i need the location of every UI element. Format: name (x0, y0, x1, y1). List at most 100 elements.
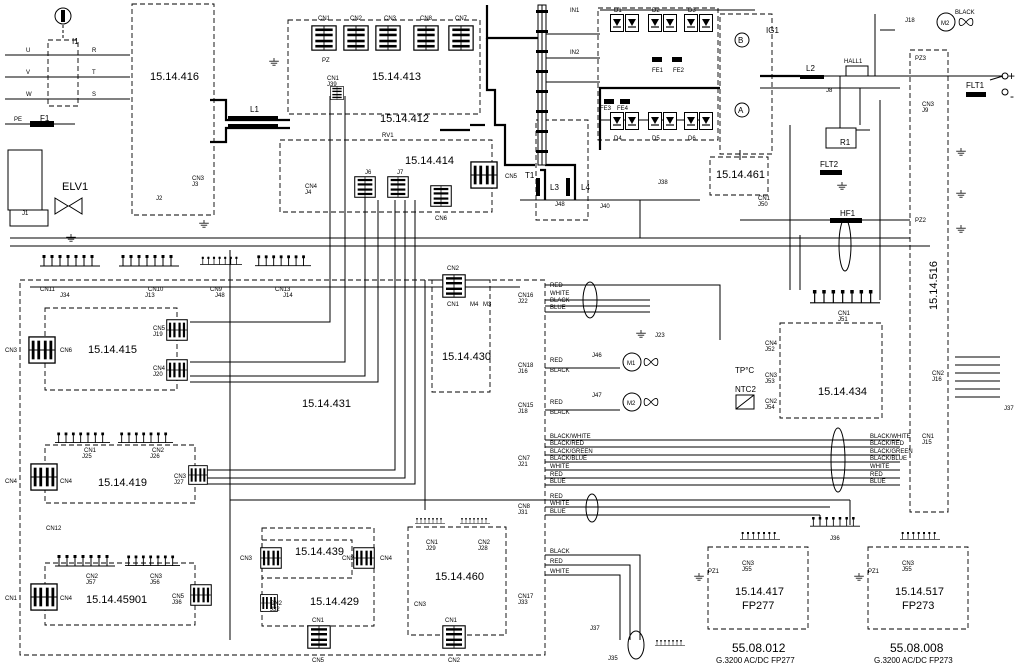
wire-label-black-2: BLACK (550, 368, 570, 374)
label-cn3-i: CN3 (414, 602, 427, 608)
label-j29: J29 (426, 546, 436, 552)
wire-label-black-blue-1: BLACK/BLUE (550, 456, 587, 462)
label-r1: R1 (840, 138, 851, 147)
label-u: U (26, 48, 30, 54)
label-ntc2: NTC2 (735, 385, 756, 394)
label-cn3-c: CN3 (5, 348, 18, 354)
label-pz1-b: PZ1 (868, 569, 880, 575)
label-j33: J33 (518, 600, 528, 606)
wire-label-red-3: RED (550, 400, 563, 406)
labels: 15.14.416 15.14.413 15.14.412 15.14.414 … (5, 8, 1015, 665)
label-j31: J31 (518, 510, 528, 516)
label-j52: J52 (765, 347, 775, 353)
label-l4: L4 (581, 183, 590, 192)
label-cn3-f: CN3 (174, 474, 187, 480)
label-cn4-d: CN4 (5, 479, 18, 485)
label-t: T (92, 70, 96, 76)
model-code-2: 55.08.008 (890, 641, 944, 655)
board-label-15-14-419: 15.14.419 (98, 477, 147, 489)
label-cn11: CN11 (40, 287, 56, 293)
wire-label-red-4: RED (550, 472, 563, 478)
label-cn1-f: CN1 (758, 196, 771, 202)
model-name-1: G.3200 AC/DC FP277 (716, 656, 795, 665)
label-cn12: CN12 (46, 526, 62, 532)
label-j38: J38 (658, 180, 668, 186)
label-pe: PE (14, 117, 22, 123)
label-d2: D2 (652, 8, 660, 14)
wiring (5, 9, 1005, 640)
label-elv1: ELV1 (62, 181, 88, 193)
label-j6: J6 (365, 170, 372, 176)
label-cn2-f: CN2 (86, 574, 99, 580)
wire-label-red-6: RED (550, 494, 563, 500)
label-t1: T1 (525, 171, 535, 180)
wire-label-black-green-2: BLACK/GREEN (870, 449, 913, 455)
label-j55-b: J55 (902, 567, 912, 573)
label-cn2-a: CN2 (350, 16, 363, 22)
main-switch-area (7, 7, 83, 227)
wire-label-white-4: WHITE (550, 501, 569, 507)
label-cn3-b: CN3 (192, 176, 205, 182)
label-cn5-b: CN5 (153, 326, 166, 332)
board-label-15-14-429: 15.14.429 (310, 596, 359, 608)
label-cn3-d: CN3 (765, 373, 778, 379)
board-label-15-14-417: 15.14.417 (735, 586, 784, 598)
label-cn2-h: CN2 (270, 601, 283, 607)
label-l1: L1 (250, 105, 259, 114)
label-j50: J50 (758, 202, 768, 208)
label-j35: J35 (608, 656, 618, 662)
label-fe2: FE2 (673, 68, 685, 74)
label-cn1-a: CN1 (318, 16, 331, 22)
label-j48-b: J48 (555, 202, 565, 208)
label-cn2-i: CN2 (478, 540, 491, 546)
label-j36: J36 (172, 600, 182, 606)
label-cn3-e: CN3 (922, 102, 935, 108)
label-j40: J40 (600, 204, 610, 210)
label-cn4-c: CN4 (765, 341, 778, 347)
label-cn5-c: CN5 (172, 594, 185, 600)
label-plus-terminal: + (1008, 69, 1015, 83)
board-label-15-14-414: 15.14.414 (405, 155, 454, 167)
label-cn1-b: CN1 (327, 76, 340, 82)
label-fe4: FE4 (617, 106, 629, 112)
label-j23: J23 (655, 333, 665, 339)
wire-label-black-white-1: BLACK/WHITE (550, 434, 591, 440)
wire-label-red-7: RED (550, 559, 563, 565)
label-j18-a: J18 (518, 409, 528, 415)
label-cn2-c: CN2 (765, 399, 778, 405)
label-d6: D6 (688, 136, 696, 142)
label-d5: D5 (652, 136, 660, 142)
label-j18-b: J18 (905, 18, 915, 24)
board-label-15-14-461: 15.14.461 (716, 169, 765, 181)
label-cn5-d: CN5 (312, 658, 325, 664)
wire-label-blue-1: BLUE (550, 305, 566, 311)
wire-label-black-4: BLACK (550, 549, 570, 555)
wire-label-black-1: BLACK (550, 298, 570, 304)
power-wiring (210, 5, 800, 200)
label-cn4-f: CN4 (60, 596, 73, 602)
board-label-15-14-516: 15.14.516 (928, 261, 940, 310)
label-pz: PZ (322, 58, 330, 64)
label-cn9: CN9 (210, 287, 223, 293)
label-v: V (26, 70, 30, 76)
label-pz1-a: PZ1 (708, 569, 720, 575)
label-j8: J8 (826, 88, 833, 94)
label-j26: J26 (150, 454, 160, 460)
label-j7: J7 (397, 170, 404, 176)
wire-label-black-red-1: BLACK/RED (550, 441, 585, 447)
inductors (228, 65, 986, 660)
label-m4: M4 (470, 302, 479, 308)
label-cn1-d: CN1 (838, 311, 851, 317)
right-pin-bank (955, 356, 1000, 398)
wire-label-blue-3: BLUE (870, 479, 886, 485)
label-j25: J25 (82, 454, 92, 460)
label-cn2-d: CN2 (932, 371, 945, 377)
label-cn16: CN16 (518, 293, 534, 299)
label-cn8-a: CN8 (420, 16, 433, 22)
label-j16-b: J16 (932, 377, 942, 383)
board-label-15-14-517: 15.14.517 (895, 586, 944, 598)
label-cn5-a: CN5 (505, 174, 518, 180)
board-label-15-14-434: 15.14.434 (818, 386, 867, 398)
motors (622, 12, 974, 412)
wire-label-red-2: RED (550, 358, 563, 364)
